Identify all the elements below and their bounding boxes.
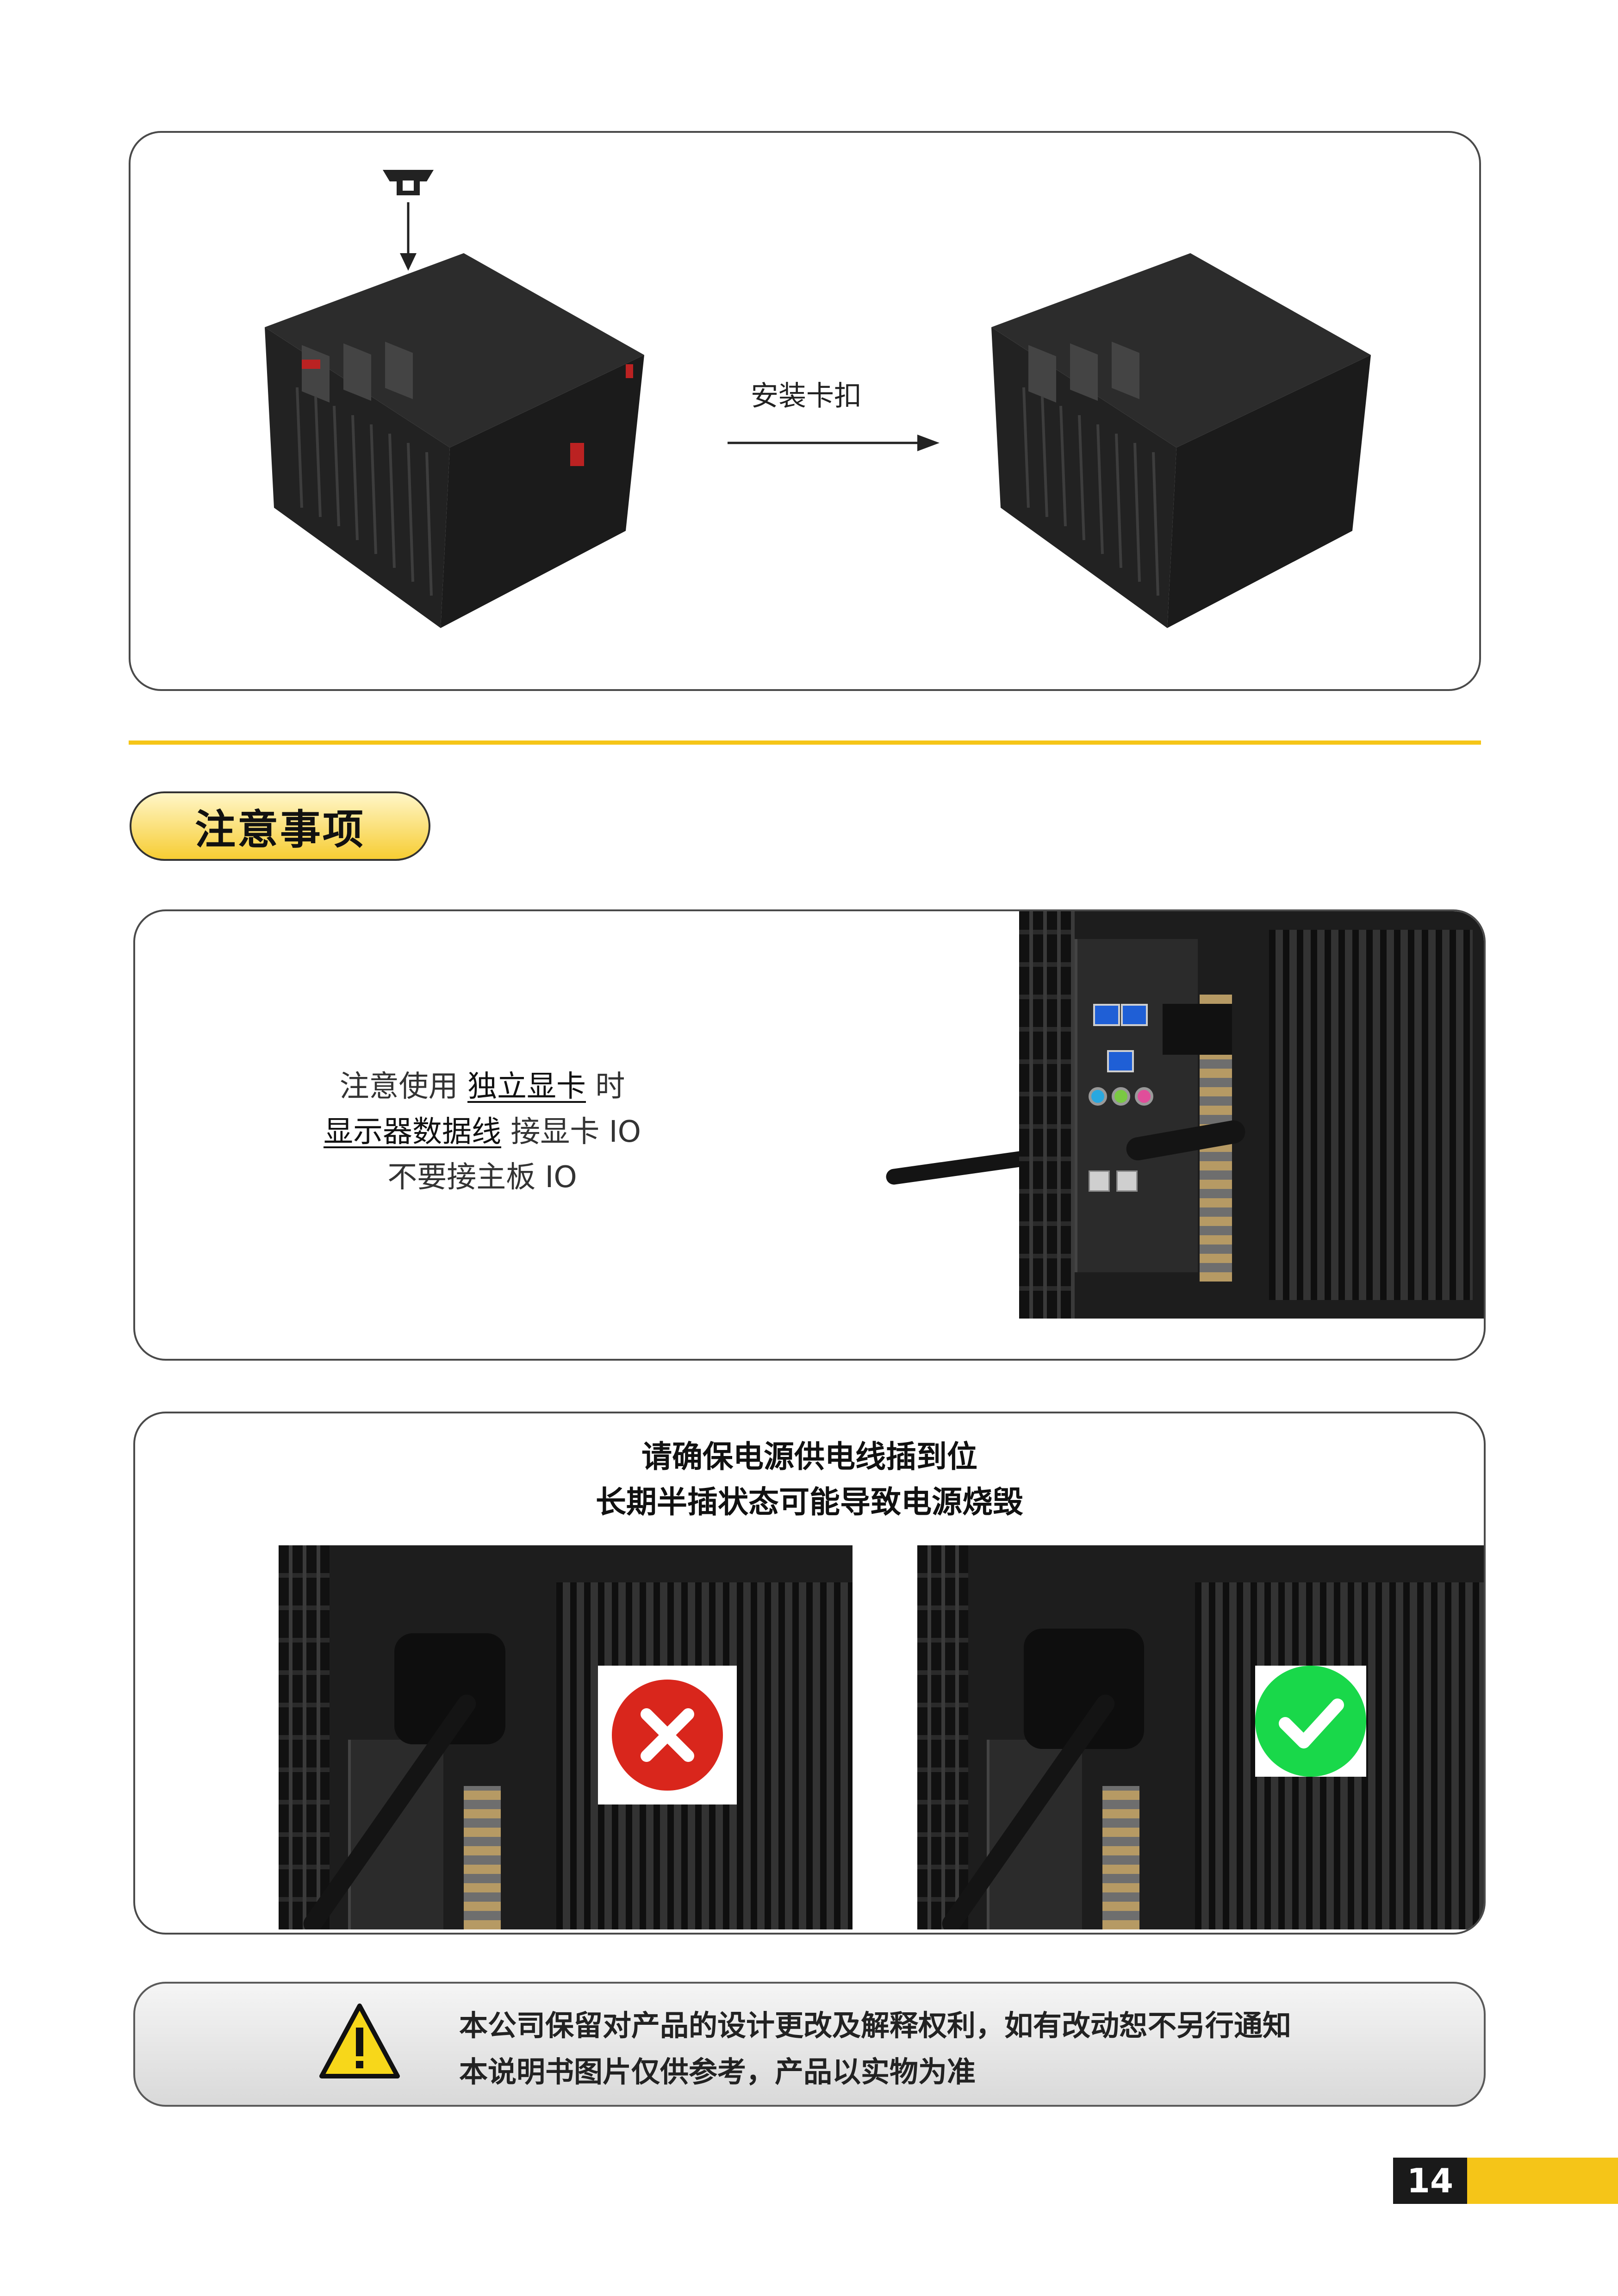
disclaimer-panel: 本公司保留对产品的设计更改及解释权利，如有改动恕不另行通知 本说明书图片仅供参考… xyxy=(133,1982,1486,2107)
cross-icon xyxy=(612,1680,723,1791)
disclaimer-line1: 本公司保留对产品的设计更改及解释权利，如有改动恕不另行通知 xyxy=(459,2009,1292,2042)
gpu-note-line3: 不要接主板 IO xyxy=(387,1160,577,1195)
display-cable-term: 显示器数据线 xyxy=(324,1115,502,1149)
fully-plugged-image xyxy=(857,1545,1484,1929)
check-icon xyxy=(1255,1666,1366,1777)
discrete-gpu-term: 独立显卡 xyxy=(467,1070,586,1104)
page-number: 14 xyxy=(1393,2158,1467,2204)
warning-triangle-icon xyxy=(319,2004,400,2078)
clip-part-icon xyxy=(383,170,434,195)
right-badge-box xyxy=(1255,1666,1366,1777)
section-title: 注意事项 xyxy=(130,791,430,861)
gpu-note-text: 注意使用 独立显卡 时 显示器数据线 接显卡 IO 不要接主板 IO xyxy=(251,1064,714,1200)
gpu-note-line1: 注意使用 独立显卡 时 xyxy=(339,1070,625,1104)
page-number-accent xyxy=(1467,2158,1618,2204)
half-plugged-image xyxy=(218,1545,853,1929)
rear-io-image xyxy=(885,911,1484,1359)
power-note-panel: 请确保电源供电线插到位 长期半插状态可能导致电源烧毁 xyxy=(133,1412,1486,1935)
down-arrow-icon xyxy=(400,202,417,271)
install-clip-panel: 安装卡扣 xyxy=(129,131,1481,691)
power-note-line1: 请确保电源供电线插到位 xyxy=(641,1439,977,1475)
gpu-note-line2: 显示器数据线 接显卡 IO xyxy=(324,1115,641,1149)
case-after-image xyxy=(991,253,1371,628)
install-clip-label: 安装卡扣 xyxy=(751,380,862,412)
right-arrow-icon xyxy=(728,435,940,451)
power-note-line2: 长期半插状态可能导致电源烧毁 xyxy=(596,1484,1023,1520)
gpu-note-panel: 注意使用 独立显卡 时 显示器数据线 接显卡 IO 不要接主板 IO xyxy=(133,909,1486,1361)
section-divider xyxy=(129,740,1481,745)
case-before-image xyxy=(265,253,644,628)
disclaimer-line2: 本说明书图片仅供参考，产品以实物为准 xyxy=(459,2055,976,2089)
wrong-badge-box xyxy=(598,1666,737,1804)
